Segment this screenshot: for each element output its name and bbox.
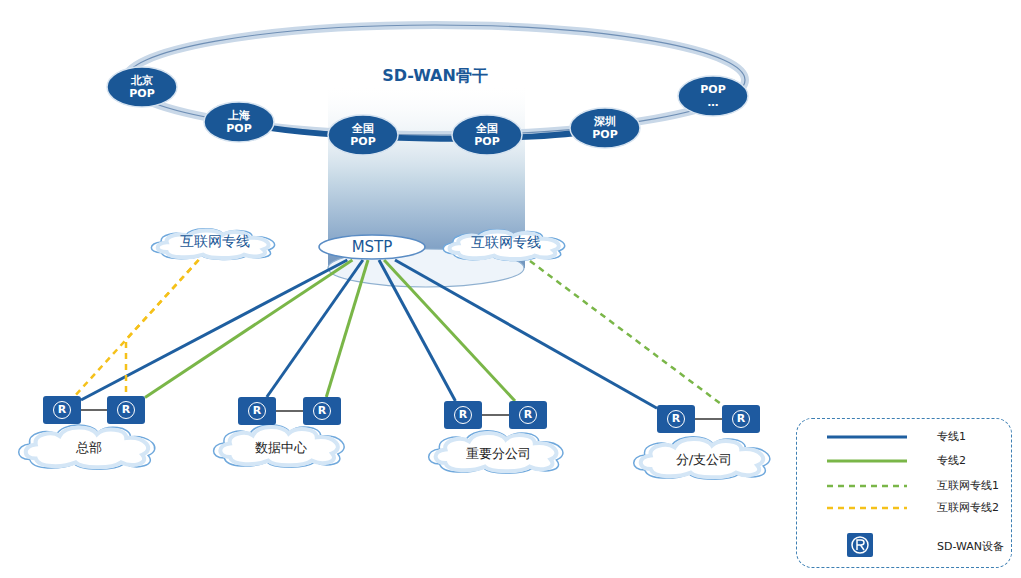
site-cloud: 分/支公司RR xyxy=(630,430,778,480)
pop-node: POP … xyxy=(677,75,749,117)
legend-row: SD-WAN设备 xyxy=(819,532,1009,562)
router-glyph: R xyxy=(732,410,750,428)
connector-line xyxy=(126,260,199,396)
legend-sample xyxy=(819,451,929,481)
legend-sample xyxy=(819,427,929,457)
connector-line xyxy=(384,260,515,401)
router-icon: R xyxy=(722,405,760,433)
connector-line xyxy=(75,260,199,396)
node-label: MSTP xyxy=(352,238,393,256)
connector-line xyxy=(482,414,509,416)
legend-label: SD-WAN设备 xyxy=(937,539,1004,554)
legend-label: 互联网专线1 xyxy=(937,478,999,493)
node-label: 数据中心 xyxy=(255,439,307,457)
router-icon: R xyxy=(238,397,276,425)
router-glyph: R xyxy=(667,410,685,428)
site-cloud: 数据中心RR xyxy=(210,418,352,468)
router-glyph: R xyxy=(248,402,266,420)
legend-sample xyxy=(819,532,929,562)
node-label: 重要分公司 xyxy=(466,445,531,463)
legend-row: 专线1 xyxy=(819,427,1009,447)
legend-row: 专线2 xyxy=(819,451,1009,471)
connector-line xyxy=(326,260,368,397)
pop-node: 全国 POP xyxy=(451,114,523,156)
connector-line xyxy=(379,260,455,401)
pop-node: 全国 POP xyxy=(327,114,399,156)
router-icon: R xyxy=(43,396,81,424)
legend-sample xyxy=(819,476,929,506)
node-label: 分/支公司 xyxy=(676,451,732,469)
node-label: 上海 POP xyxy=(222,109,256,135)
connector-line xyxy=(395,260,657,408)
legend-label: 专线1 xyxy=(937,429,966,444)
router-glyph: R xyxy=(53,401,71,419)
mstp-node: MSTP xyxy=(318,234,426,260)
node-label: 总部 xyxy=(76,439,102,457)
legend-label: 互联网专线2 xyxy=(937,500,999,515)
node-label: 北京 POP xyxy=(125,74,159,100)
connector-line xyxy=(530,261,722,405)
router-glyph: R xyxy=(454,406,472,424)
node-label: 互联网专线 xyxy=(471,234,541,252)
internet-cloud: 互联网专线 xyxy=(148,224,282,260)
legend-row: 互联网专线1 xyxy=(819,476,1009,496)
router-icon: R xyxy=(107,396,145,424)
router-icon: R xyxy=(657,405,695,433)
pop-node: 深圳 POP xyxy=(569,107,641,149)
router-icon: R xyxy=(303,397,341,425)
pop-node: 北京 POP xyxy=(106,66,178,108)
router-icon: R xyxy=(509,401,547,429)
router-glyph: R xyxy=(313,402,331,420)
pop-node: 上海 POP xyxy=(203,101,275,143)
node-label: 互联网专线 xyxy=(180,233,250,251)
node-label: SD-WAN骨干 xyxy=(382,66,488,87)
legend-label: 专线2 xyxy=(937,453,966,468)
site-cloud: 总部RR xyxy=(15,418,163,470)
router-icon: R xyxy=(444,401,482,429)
node-label: 全国 POP xyxy=(346,122,380,148)
legend-box: 专线1 专线2 互联网专线1 互联网专线2SD-WAN设备 xyxy=(796,418,1012,568)
internet-cloud: 互联网专线 xyxy=(440,225,572,261)
router-glyph: R xyxy=(519,406,537,424)
router-glyph: R xyxy=(117,401,135,419)
connector-line xyxy=(81,260,347,400)
connector-line xyxy=(145,260,352,397)
node-label: POP … xyxy=(696,83,730,109)
node-label: 全国 POP xyxy=(470,122,504,148)
site-cloud: 重要分公司RR xyxy=(425,424,571,474)
node-label: 深圳 POP xyxy=(588,115,622,141)
legend-sample xyxy=(819,498,929,528)
connector-line xyxy=(81,409,107,411)
connector-line xyxy=(276,410,303,412)
legend-row: 互联网专线2 xyxy=(819,498,1009,518)
connector-line xyxy=(695,418,722,420)
